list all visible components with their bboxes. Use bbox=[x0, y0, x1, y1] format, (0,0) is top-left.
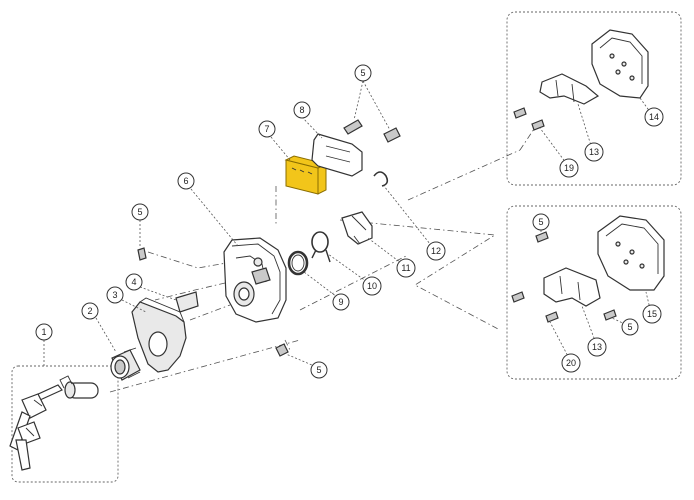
wedge-part bbox=[175, 291, 199, 313]
assembly-axis-lines bbox=[109, 119, 541, 393]
ring-part bbox=[287, 250, 309, 276]
callout-9: 9 bbox=[332, 293, 350, 311]
callout-label: 12 bbox=[431, 246, 441, 256]
callout-label: 7 bbox=[264, 124, 269, 134]
callout-13-upper: 13 bbox=[584, 142, 604, 162]
callout-label: 1 bbox=[41, 327, 46, 337]
detail-box-lower bbox=[506, 205, 682, 380]
callout-label: 5 bbox=[538, 217, 543, 227]
callout-13-lower: 13 bbox=[587, 337, 607, 357]
callout-label: 4 bbox=[131, 277, 136, 287]
callout-label: 5 bbox=[360, 68, 365, 78]
callout-label: 9 bbox=[338, 297, 343, 307]
callout-label: 19 bbox=[564, 163, 574, 173]
callout-5-lower-box-right: 5 bbox=[621, 318, 639, 336]
mount-bracket-upper-part bbox=[539, 73, 600, 105]
main-body-part bbox=[223, 237, 287, 323]
bracket-part bbox=[311, 133, 363, 177]
callout-11: 11 bbox=[396, 258, 416, 278]
callout-8: 8 bbox=[293, 101, 311, 119]
callout-19: 19 bbox=[559, 158, 579, 178]
clip-part bbox=[373, 171, 389, 187]
callout-6: 6 bbox=[177, 172, 195, 190]
callout-label: 15 bbox=[647, 309, 657, 319]
callout-label: 5 bbox=[627, 322, 632, 332]
screw-upper-part bbox=[513, 107, 545, 131]
callout-20: 20 bbox=[561, 353, 581, 373]
callout-label: 13 bbox=[592, 342, 602, 352]
callout-label: 5 bbox=[316, 365, 321, 375]
callout-label: 10 bbox=[367, 281, 377, 291]
callout-label: 11 bbox=[401, 263, 410, 273]
callout-label: 3 bbox=[112, 290, 117, 300]
cover-plate-part bbox=[131, 297, 187, 373]
latch-bracket-part bbox=[341, 211, 373, 245]
receiver-housing-lower-part bbox=[597, 215, 665, 291]
callout-3: 3 bbox=[106, 286, 124, 304]
callout-5-left: 5 bbox=[131, 203, 149, 221]
callout-5-top: 5 bbox=[354, 64, 372, 82]
callout-2: 2 bbox=[81, 302, 99, 320]
callout-label: 5 bbox=[137, 207, 142, 217]
callout-label: 6 bbox=[183, 176, 188, 186]
callout-12: 12 bbox=[426, 241, 446, 261]
callout-15: 15 bbox=[642, 304, 662, 324]
callout-14: 14 bbox=[644, 107, 664, 127]
mount-bracket-lower-part bbox=[543, 267, 601, 307]
callout-10: 10 bbox=[362, 276, 382, 296]
callout-7: 7 bbox=[258, 120, 276, 138]
callout-4: 4 bbox=[125, 273, 143, 291]
lock-housing-part bbox=[110, 347, 141, 381]
receiver-housing-upper-part bbox=[591, 29, 649, 99]
spring-part bbox=[311, 231, 331, 263]
screw-lower-part bbox=[511, 231, 617, 323]
callout-label: 13 bbox=[589, 147, 599, 157]
callout-label: 2 bbox=[87, 306, 92, 316]
key-cylinder-part bbox=[9, 375, 99, 471]
detail-box-upper bbox=[506, 11, 682, 186]
callout-5-bottom: 5 bbox=[310, 361, 328, 379]
screw-part bbox=[137, 119, 401, 357]
callout-label: 8 bbox=[299, 105, 304, 115]
callout-label: 14 bbox=[649, 112, 659, 122]
callout-1: 1 bbox=[35, 323, 53, 341]
callout-label: 20 bbox=[566, 358, 576, 368]
callout-5-lower-box-top: 5 bbox=[532, 213, 550, 231]
highlighted-latch-part bbox=[284, 155, 328, 195]
